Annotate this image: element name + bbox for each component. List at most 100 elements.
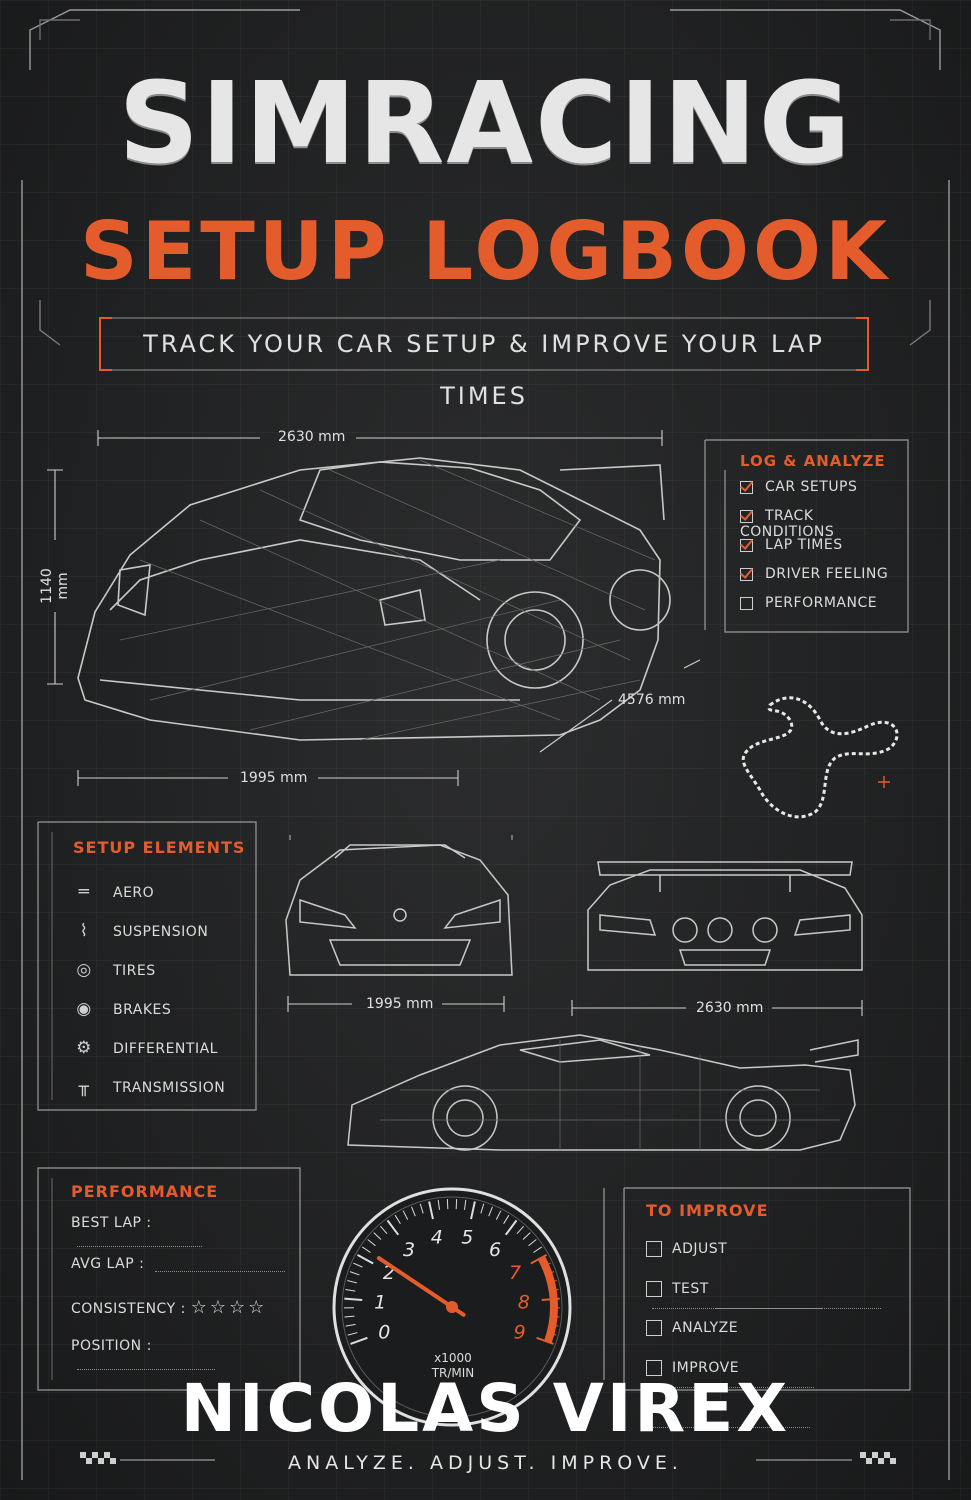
dimension-line-front bbox=[287, 996, 505, 1012]
chequered-flag-right bbox=[860, 1452, 896, 1464]
setup-item-label: AERO bbox=[113, 885, 155, 901]
consistency-label: CONSISTENCY : bbox=[71, 1301, 186, 1317]
dimension-line-bottom bbox=[77, 770, 459, 786]
consistency-stars: ☆☆☆☆ bbox=[191, 1297, 268, 1318]
checkbox-icon[interactable] bbox=[740, 480, 753, 494]
tachometer-tick bbox=[548, 1288, 559, 1292]
log-panel-title: LOG & ANALYZE bbox=[740, 452, 886, 470]
improve-item-line bbox=[652, 1403, 810, 1428]
setup-item: ⌇ SUSPENSION bbox=[73, 912, 248, 951]
tire-icon: ◎ bbox=[76, 960, 92, 980]
track-map bbox=[741, 696, 899, 819]
log-item-label: CAR SETUPS bbox=[765, 479, 858, 495]
best-lap-line bbox=[77, 1246, 202, 1247]
checkbox-icon[interactable] bbox=[646, 1320, 662, 1336]
tachometer-tick bbox=[516, 1225, 525, 1234]
spring-icon: ⌇ bbox=[79, 921, 89, 941]
setup-item-label: DIFFERENTIAL bbox=[113, 1041, 218, 1057]
dimension-line-length bbox=[539, 659, 701, 753]
author-name: NICOLAS VIREX bbox=[180, 1370, 791, 1447]
checkbox-icon[interactable] bbox=[740, 538, 753, 552]
improve-item: TEST bbox=[646, 1270, 896, 1309]
car-front-view-drawing bbox=[285, 835, 513, 976]
tachometer-inner-ring bbox=[341, 1196, 563, 1418]
tagline: ANALYZE. ADJUST. IMPROVE. bbox=[288, 1452, 683, 1474]
log-item-label: PERFORMANCE bbox=[765, 595, 878, 611]
setup-item-label: BRAKES bbox=[113, 1002, 172, 1018]
tachometer-tick bbox=[470, 1201, 476, 1220]
tachometer-tick bbox=[428, 1201, 434, 1220]
star-icon[interactable]: ☆ bbox=[209, 1297, 230, 1318]
tachometer-tick-label: 1 bbox=[374, 1291, 386, 1313]
log-item: TRACK CONDITIONS bbox=[740, 508, 905, 540]
car-side-view-drawing bbox=[347, 1034, 859, 1151]
tachometer-tick bbox=[495, 1210, 502, 1220]
dimension-front-width: 1995 mm bbox=[366, 996, 434, 1012]
star-icon[interactable]: ☆ bbox=[229, 1297, 249, 1318]
improve-panel-frame bbox=[603, 1187, 911, 1391]
star-icon[interactable]: ☆ bbox=[248, 1297, 268, 1318]
checkbox-icon[interactable] bbox=[646, 1280, 662, 1297]
tachometer-tick bbox=[411, 1206, 416, 1217]
tachometer-tick-label: 3 bbox=[403, 1239, 415, 1261]
position-label: POSITION : bbox=[71, 1338, 152, 1354]
tachometer-tick bbox=[386, 1219, 400, 1236]
tachometer-tick bbox=[504, 1219, 518, 1236]
tachometer-tick bbox=[379, 1225, 388, 1234]
chequered-flag-left bbox=[80, 1452, 116, 1464]
tachometer-tick bbox=[347, 1279, 358, 1284]
improve-item-label: ADJUST bbox=[672, 1241, 728, 1257]
log-item: CAR SETUPS bbox=[740, 479, 905, 508]
tachometer-unit-line2: TR/MIN bbox=[431, 1366, 475, 1380]
tachometer-tick bbox=[356, 1253, 374, 1265]
checkbox-icon[interactable] bbox=[646, 1359, 662, 1376]
log-item: DRIVER FEELING bbox=[740, 566, 905, 595]
tachometer-tick bbox=[549, 1315, 560, 1318]
improve-item-label: IMPROVE bbox=[672, 1359, 740, 1376]
tachometer-tick bbox=[536, 1336, 554, 1345]
tachometer-tick bbox=[533, 1246, 543, 1253]
avg-lap-line bbox=[155, 1271, 286, 1272]
performance-panel: PERFORMANCE BEST LAP : AVG LAP : CONSIST… bbox=[71, 1182, 286, 1379]
dimension-bottom-width: 1995 mm bbox=[240, 770, 308, 786]
tachometer-tick bbox=[345, 1323, 356, 1327]
tachometer-tick bbox=[402, 1210, 409, 1220]
tachometer-tick bbox=[394, 1214, 401, 1224]
tachometer-tick bbox=[488, 1206, 493, 1217]
wing-icon: ═ bbox=[78, 882, 90, 902]
tachometer-tick bbox=[361, 1246, 371, 1253]
subtitle-bracket-left bbox=[99, 317, 112, 371]
position-line bbox=[77, 1369, 215, 1370]
setup-panel: SETUP ELEMENTS ═AERO⌇SUSPENSION◎TIRES◉BR… bbox=[73, 838, 248, 1107]
star-icon[interactable]: ☆ bbox=[190, 1297, 210, 1318]
subtitle-bracket-right bbox=[856, 317, 869, 371]
checkbox-icon[interactable] bbox=[740, 509, 753, 523]
setup-panel-title: SETUP ELEMENTS bbox=[73, 838, 246, 857]
title-line-1: SIMRACING bbox=[118, 59, 853, 189]
checkbox-icon[interactable] bbox=[646, 1241, 662, 1257]
tachometer-tick bbox=[367, 1239, 376, 1247]
checkbox-icon[interactable] bbox=[740, 567, 753, 581]
setup-item-label: SUSPENSION bbox=[113, 924, 209, 940]
tachometer-tick-label: 5 bbox=[461, 1227, 473, 1249]
improve-item: IMPROVE bbox=[646, 1349, 896, 1428]
tachometer-tick bbox=[419, 1203, 424, 1214]
dimension-line-height bbox=[47, 469, 63, 685]
avg-lap-label: AVG LAP : bbox=[71, 1256, 145, 1272]
tachometer-tick-label: 6 bbox=[489, 1239, 501, 1261]
tachometer-tick bbox=[373, 1232, 382, 1240]
dimension-height: 1140 mm bbox=[39, 568, 71, 604]
checkbox-icon[interactable] bbox=[740, 596, 753, 610]
dimension-length: 4576 mm bbox=[618, 692, 686, 708]
tachometer-tick bbox=[541, 1297, 560, 1302]
tachometer-tick bbox=[349, 1271, 360, 1276]
improve-item-line bbox=[714, 1284, 881, 1309]
tachometer-hub bbox=[446, 1301, 458, 1313]
setup-item: ═ AERO bbox=[73, 873, 248, 912]
tachometer-tick bbox=[347, 1332, 358, 1336]
log-item: LAP TIMES bbox=[740, 537, 905, 566]
